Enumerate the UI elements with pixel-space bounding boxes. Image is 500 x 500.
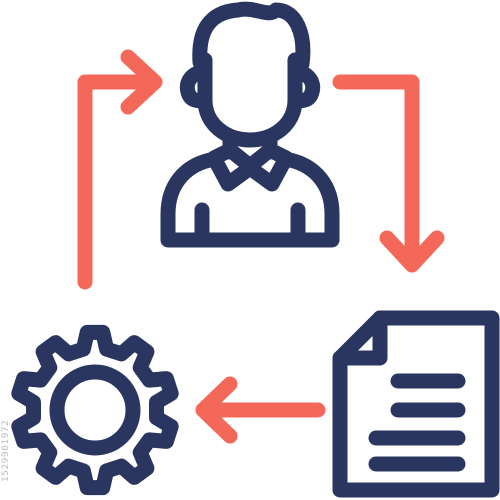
document-icon [332,310,500,498]
cycle-arrow-icon [77,49,163,290]
cycle-arrow-icon [195,376,326,444]
gear-icon [11,324,179,496]
cycle-arrow-icon [332,74,445,273]
person-icon [160,1,340,248]
watermark-id-text: 1529961972 [1,419,11,482]
